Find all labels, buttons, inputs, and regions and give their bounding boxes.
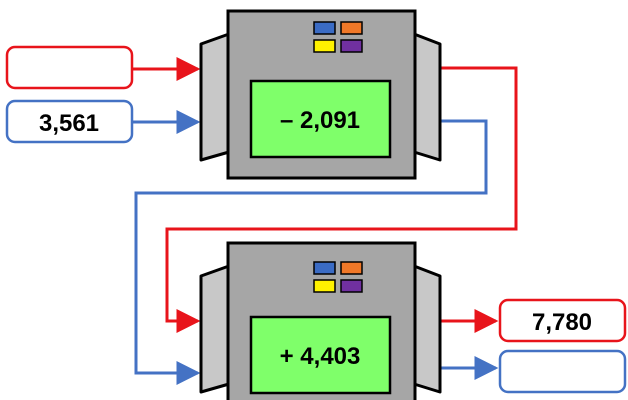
blue-connector <box>134 119 488 385</box>
output-blue-box[interactable] <box>498 349 627 394</box>
machine-2-operation: + 4,403 <box>280 343 361 370</box>
machine-2-blue-button <box>313 261 336 275</box>
machine-2-left-side <box>199 264 231 394</box>
machine-1-operation: – 2,091 <box>280 107 360 134</box>
machine-2-yellow-button <box>313 279 336 293</box>
function-machine-1: – 2,091 <box>199 9 442 180</box>
input-red-box[interactable] <box>5 45 134 90</box>
machine-2-orange-button <box>340 261 363 275</box>
output-red-box[interactable]: 7,780 <box>498 298 627 343</box>
input-blue-value: 3,561 <box>39 110 99 137</box>
output-red-value: 7,780 <box>532 309 592 336</box>
input-blue-box[interactable]: 3,561 <box>5 99 134 144</box>
machine-1-blue-button <box>313 21 336 35</box>
machine-1-right-side <box>412 32 442 162</box>
machine-1-orange-button <box>340 21 363 35</box>
machine-2-purple-button <box>340 279 363 293</box>
machine-1-display <box>249 79 392 159</box>
machine-1-purple-button <box>340 39 363 53</box>
machine-1-left-side <box>199 32 231 162</box>
machine-2-display <box>249 315 392 395</box>
red-connector <box>165 66 518 333</box>
machine-2-right-side <box>412 264 442 394</box>
function-machine-2: + 4,403 <box>199 241 442 400</box>
machine-1-yellow-button <box>313 39 336 53</box>
